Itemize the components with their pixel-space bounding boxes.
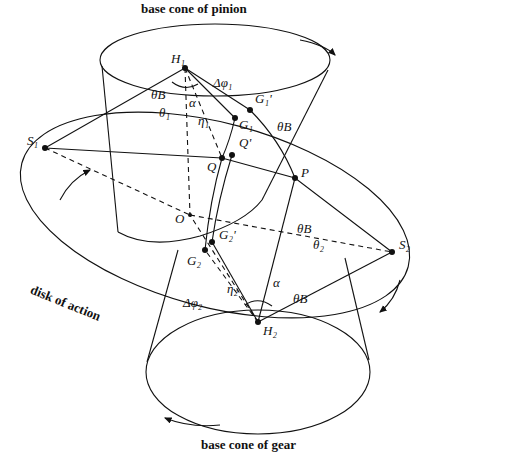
- construction-line: [222, 118, 235, 158]
- gear-base-ellipse: [146, 310, 370, 434]
- construction-line: [212, 242, 258, 322]
- construction-line: [45, 68, 185, 148]
- part-caption: disk of action: [27, 283, 103, 325]
- point-label: α: [272, 276, 281, 290]
- rotation-arrow: [165, 418, 220, 426]
- point-label: Δφ₂: [182, 296, 203, 310]
- pinion-cone-side: [102, 66, 118, 232]
- point-dot: [202, 247, 208, 253]
- point-label: H₂: [262, 324, 278, 338]
- point-dot: [209, 239, 215, 245]
- pinion-base-ellipse: [100, 24, 330, 96]
- axis-line: [45, 148, 190, 215]
- point-dot: [389, 249, 395, 255]
- construction-line: [258, 178, 295, 322]
- construction-line: [185, 68, 250, 110]
- rotation-arrow: [60, 170, 90, 200]
- part-caption: base cone of gear: [200, 438, 297, 452]
- point-dot: [42, 145, 48, 151]
- point-label: η₂: [226, 282, 239, 296]
- point-label: O: [174, 212, 185, 226]
- point-dot: [219, 155, 225, 161]
- disk-of-action: [0, 74, 432, 355]
- axis-line: [205, 250, 258, 322]
- gear-cone-side: [345, 258, 369, 360]
- point-label: S₁: [26, 134, 39, 148]
- point-label: θ₂: [312, 238, 325, 252]
- axis-line: [185, 68, 258, 322]
- point-label: G₂: [186, 254, 202, 268]
- point-label: α: [188, 96, 197, 110]
- angle-arc: [245, 301, 272, 306]
- axis-line: [190, 215, 392, 252]
- point-label: θB: [150, 88, 166, 102]
- rotation-arrow: [380, 280, 400, 312]
- point-dot: [188, 213, 192, 217]
- construction-line: [258, 252, 392, 322]
- construction-line: [250, 110, 295, 178]
- gear-cone-side: [147, 250, 178, 362]
- point-label: P: [300, 166, 310, 180]
- point-label: θB: [292, 292, 308, 306]
- point-label: H₁: [170, 52, 186, 66]
- point-dot: [292, 175, 298, 181]
- construction-line: [185, 68, 235, 118]
- angle-arc: [172, 82, 198, 88]
- point-label: G₁': [254, 92, 273, 106]
- point-label: θB: [296, 222, 312, 236]
- point-label: Q: [206, 160, 217, 174]
- point-label: θB: [276, 120, 292, 134]
- part-caption: base cone of pinion: [140, 2, 248, 16]
- point-label: η₁: [197, 114, 210, 128]
- point-label: G₂': [218, 228, 237, 242]
- point-label: S₂: [398, 238, 411, 252]
- point-dot: [255, 319, 261, 325]
- contact-line: [45, 148, 392, 252]
- point-dot: [229, 152, 235, 158]
- rotation-arrow: [300, 40, 335, 55]
- point-label: θ₁: [158, 106, 171, 120]
- point-label: G₁: [238, 118, 254, 132]
- point-dot: [232, 115, 238, 121]
- point-label: Q': [238, 136, 252, 150]
- point-label: Δφ₁: [212, 76, 233, 90]
- point-dot: [247, 107, 253, 113]
